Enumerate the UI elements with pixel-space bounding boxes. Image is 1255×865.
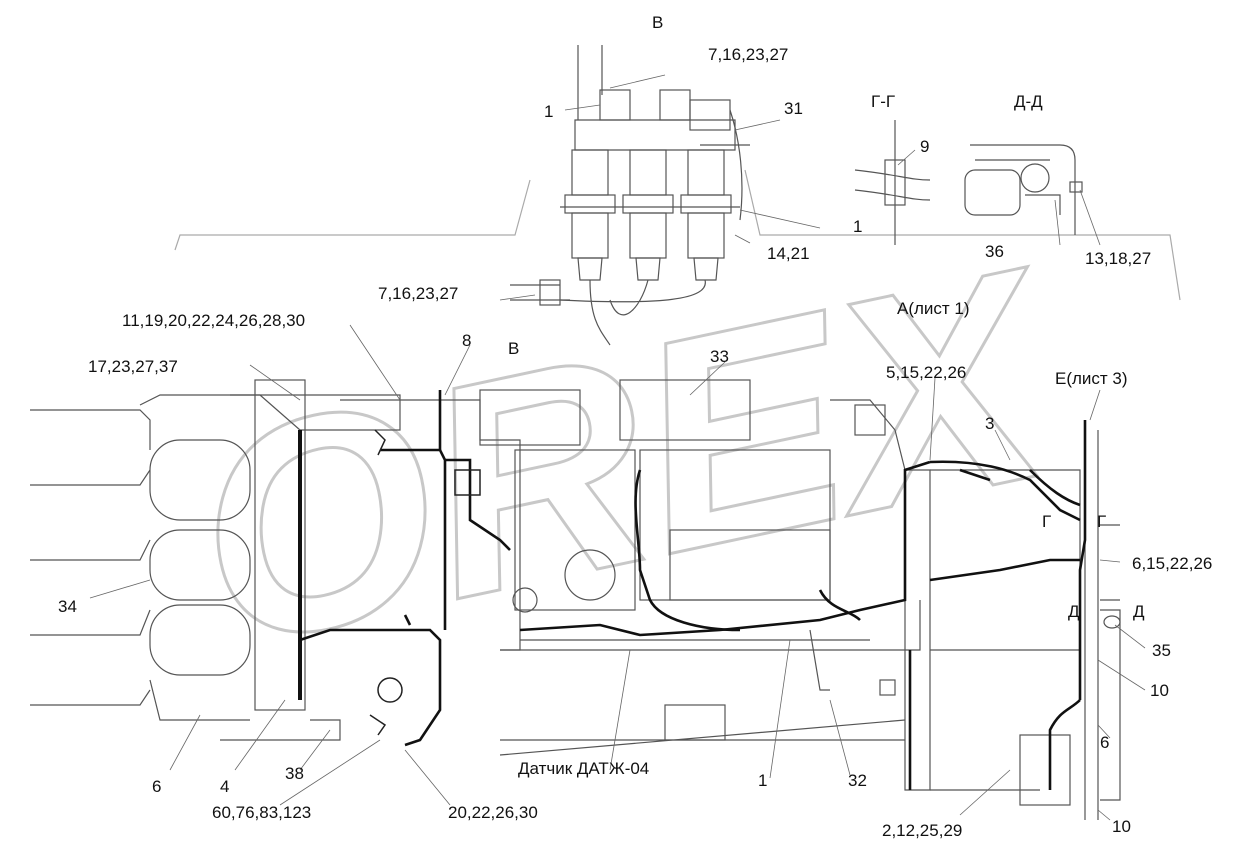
callout-8: 8 [462, 331, 472, 350]
wire-harness [298, 390, 1087, 790]
small-components [369, 429, 481, 736]
view-label-a-sheet1: А(лист 1) [897, 299, 970, 318]
callout-3: 3 [985, 414, 995, 433]
callout-11-19-20-22-24-26-28-30: 11,19,20,22,24,26,28,30 [122, 311, 306, 330]
callout-35: 35 [1152, 641, 1171, 660]
view-label-b-top: В [652, 13, 664, 32]
combine-frame [340, 379, 921, 756]
callout-33: 33 [710, 347, 729, 366]
callout-32: 32 [848, 771, 867, 790]
view-label-g-g: Г-Г [871, 92, 896, 111]
section-mark-d-right: Д [1133, 602, 1145, 621]
callout-38: 38 [285, 764, 304, 783]
callout-20-22-26-30: 20,22,26,30 [448, 803, 538, 822]
callout-1-gg: 1 [853, 217, 863, 236]
view-label-e-sheet3: Е(лист 3) [1055, 369, 1128, 388]
view-label-b-mid: В [508, 339, 520, 358]
callout-6-left: 6 [152, 777, 162, 796]
callout-1-top: 1 [544, 102, 554, 121]
callout-10-mid: 10 [1150, 681, 1169, 700]
callout-4: 4 [220, 777, 230, 796]
section-mark-g-right: Г [1097, 512, 1107, 531]
section-d-d [964, 144, 1083, 235]
callout-10-bottom: 10 [1112, 817, 1131, 836]
callout-36: 36 [985, 242, 1004, 261]
callout-6-right: 6 [1100, 733, 1110, 752]
leader-lines [89, 74, 1146, 821]
callout-31: 31 [784, 99, 803, 118]
callout-6-15-22-26: 6,15,22,26 [1132, 554, 1213, 573]
callout-7-16-23-27-top: 7,16,23,27 [708, 45, 789, 64]
connector-2 [622, 149, 674, 281]
callout-17-23-27-37: 17,23,27,37 [88, 357, 178, 376]
view-label-d-d: Д-Д [1014, 92, 1043, 111]
callout-34: 34 [58, 597, 77, 616]
callout-9: 9 [920, 137, 930, 156]
right-platform [904, 420, 1121, 820]
callout-2-12-25-29: 2,12,25,29 [882, 821, 963, 840]
section-mark-g-left: Г [1042, 512, 1052, 531]
callout-60-76-83-123: 60,76,83,123 [212, 803, 312, 822]
connector-1 [564, 149, 616, 281]
callout-7-16-23-27-mid: 7,16,23,27 [378, 284, 459, 303]
header-frame [30, 379, 401, 741]
callout-14-21: 14,21 [767, 244, 810, 263]
callout-1-bottom: 1 [758, 771, 768, 790]
connector-3 [680, 149, 732, 281]
callout-5-15-22-26: 5,15,22,26 [886, 363, 967, 382]
section-mark-d-left: Д [1068, 602, 1080, 621]
callout-13-18-27: 13,18,27 [1085, 249, 1152, 268]
callout-sensor-datzh-04: Датчик ДАТЖ-04 [518, 759, 650, 778]
section-g-g [854, 120, 931, 245]
